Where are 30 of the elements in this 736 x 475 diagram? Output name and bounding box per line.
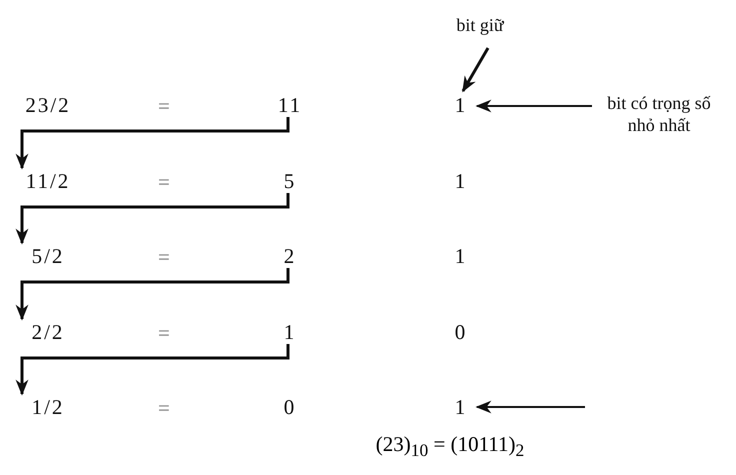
node-text: 1 (284, 320, 296, 346)
node-text: bit có trọng số nhỏ nhất (606, 93, 712, 137)
node-text: 11/2 (26, 169, 70, 195)
equals-sign: = (157, 169, 171, 195)
node-text: 5 (284, 169, 296, 195)
node-text: 1 (454, 244, 468, 270)
node-text: 1 (454, 395, 468, 421)
node-text: 0 (454, 320, 468, 346)
node-text: bit giữ (456, 15, 504, 37)
node-text: 2 (284, 244, 296, 270)
equals-sign: = (157, 395, 171, 421)
node-text: 1 (454, 169, 468, 195)
arrow (462, 47, 490, 92)
node-text: 1 (454, 93, 468, 119)
arrow (16, 344, 290, 396)
arrow (16, 268, 290, 321)
arrow (475, 400, 585, 414)
node-text: 0 (284, 395, 296, 421)
equals-sign: = (157, 93, 171, 119)
equals-sign: = (157, 320, 171, 346)
node-text: 11 (278, 93, 302, 119)
result-equation: (23)$_{10}$ = (10111)$_{2}$ (374, 431, 526, 463)
node-text: 1/2 (32, 395, 64, 421)
node-text: 23/2 (25, 93, 71, 119)
node-text: 2/2 (32, 320, 64, 346)
node-text: 5/2 (32, 244, 64, 270)
arrow (16, 117, 290, 170)
arrow (475, 100, 592, 112)
equals-sign: = (157, 244, 171, 270)
arrow (16, 193, 290, 245)
